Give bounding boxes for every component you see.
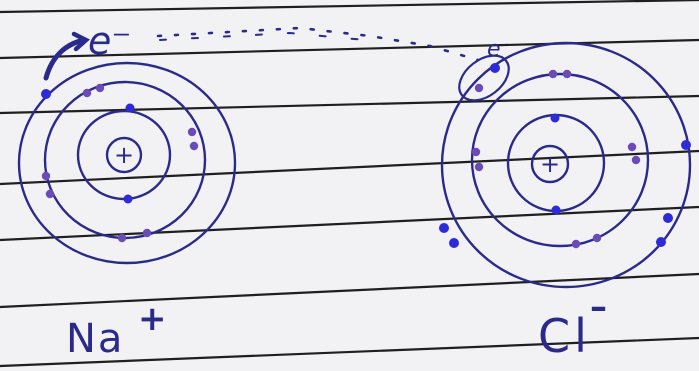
transferred-electron-origin [41, 89, 51, 99]
cl-charge: – [590, 287, 607, 327]
electron [632, 156, 640, 164]
electron [656, 237, 666, 247]
electron [563, 70, 571, 78]
electron [551, 114, 560, 123]
electron [124, 195, 133, 204]
electron [83, 89, 91, 97]
electron [439, 223, 449, 233]
electron [118, 234, 126, 242]
electron [449, 238, 459, 248]
cl-ion-label: Cl – [538, 287, 607, 363]
na-ion-label: Na + [66, 299, 167, 362]
cl-symbol: Cl [538, 309, 591, 363]
electron [549, 70, 557, 78]
cl-nucleus-label: + [540, 150, 560, 178]
electron [190, 142, 198, 150]
rule-line [0, 0, 699, 12]
transfer-electron-label: e⁻ [88, 19, 131, 63]
na-nucleus-label: + [114, 141, 134, 169]
electron [188, 128, 196, 136]
na-charge: + [138, 299, 167, 339]
electron [475, 163, 483, 171]
electron [628, 143, 636, 151]
electron [42, 172, 50, 180]
electron [126, 104, 135, 113]
captured-electron [490, 63, 500, 73]
electron [681, 140, 691, 150]
rule-line [0, 151, 699, 184]
electron [663, 213, 673, 223]
electron [552, 206, 561, 215]
rule-line [0, 96, 699, 113]
electron [593, 234, 601, 242]
captured-electron-label: e [487, 37, 501, 62]
electron [96, 84, 104, 92]
electron [475, 84, 483, 92]
na-symbol: Na [66, 316, 124, 362]
electron [46, 190, 54, 198]
electron [143, 229, 151, 237]
electron-transfer: e⁻ [46, 19, 478, 78]
electron [472, 148, 480, 156]
electron [572, 240, 580, 248]
transfer-path-dotted [158, 28, 478, 60]
